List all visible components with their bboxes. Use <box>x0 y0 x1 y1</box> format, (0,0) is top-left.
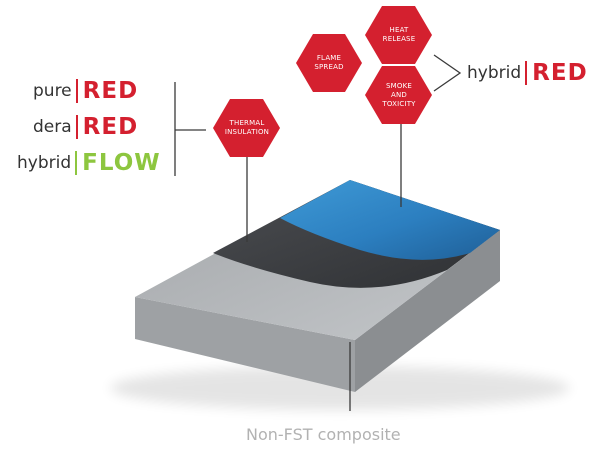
product-suffix: RED <box>532 60 588 86</box>
product-dera-red: dera RED <box>33 112 138 142</box>
product-prefix: hybrid <box>467 63 522 83</box>
product-suffix: FLOW <box>82 150 161 176</box>
product-pure-red: pure RED <box>33 76 138 106</box>
product-hybrid-flow: hybrid FLOW <box>17 148 161 178</box>
smoke-toxicity-label: SMOKE AND TOXICITY <box>382 81 416 108</box>
composite-caption: Non-FST composite <box>246 425 401 444</box>
hex-flame <box>296 34 362 92</box>
right-bracket-line <box>433 54 462 92</box>
connector-lines <box>174 54 462 411</box>
hex-heat <box>365 6 432 64</box>
product-divider <box>525 61 528 85</box>
fst-top-layer <box>280 180 500 260</box>
heat-release-label: HEAT RELEASE <box>382 26 416 43</box>
slab-side-face <box>355 230 500 392</box>
thermal-insulation-label: THERMAL INSULATION <box>224 119 270 136</box>
hexagons <box>213 6 432 157</box>
product-hybrid-red: hybrid RED <box>467 58 588 88</box>
product-prefix: hybrid <box>17 153 72 173</box>
product-divider <box>75 115 78 139</box>
product-suffix: RED <box>82 114 139 140</box>
composite-slab <box>135 180 500 392</box>
product-divider <box>75 79 78 103</box>
slab-front-face <box>135 297 355 392</box>
product-suffix: RED <box>82 78 139 104</box>
left-bracket-line <box>174 82 206 176</box>
product-prefix: dera <box>33 117 72 137</box>
product-divider <box>75 151 78 175</box>
product-prefix: pure <box>33 81 72 101</box>
hex-thermal <box>213 99 280 157</box>
hex-smoke <box>365 66 432 124</box>
flame-spread-label: FLAME SPREAD <box>314 54 344 71</box>
